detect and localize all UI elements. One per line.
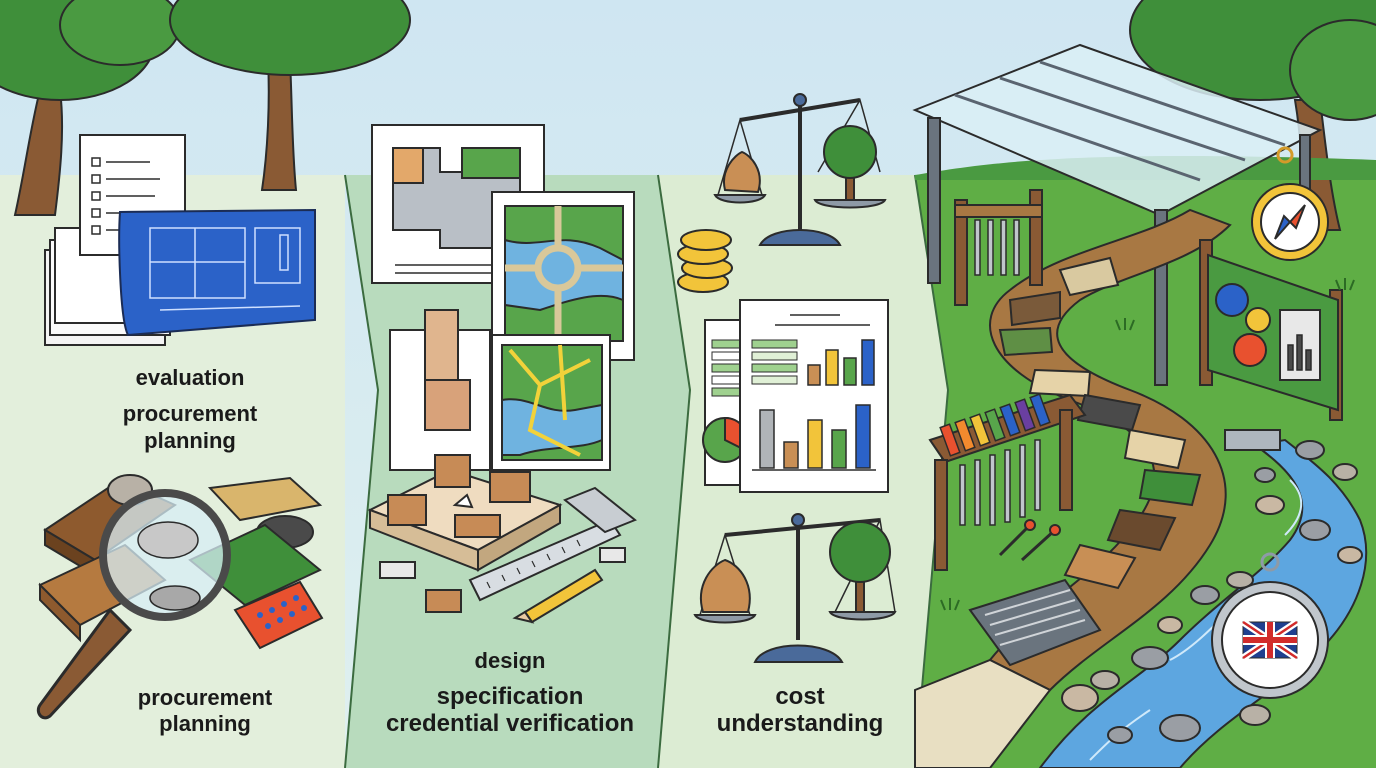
flag-compass-icon xyxy=(1211,552,1329,699)
blueprint-icon xyxy=(118,208,316,337)
magnifying-glass-icon xyxy=(36,489,231,720)
union-jack-flag xyxy=(1241,619,1299,661)
label-understanding: understanding xyxy=(716,710,884,737)
label-procurement-bottom: procurement xyxy=(137,685,273,710)
label-procurement-top: procurement xyxy=(122,401,258,426)
label-design: design xyxy=(474,648,546,673)
3d-model-icon xyxy=(367,454,563,572)
site-plan-sheet xyxy=(389,309,611,471)
grass-tufts xyxy=(940,278,1355,611)
label-cost: cost xyxy=(775,683,825,710)
xylophone-icon xyxy=(928,393,1087,571)
divider-2 xyxy=(657,174,692,768)
label-evaluation: evaluation xyxy=(135,365,245,390)
label-credential-verification: credential verification xyxy=(385,710,635,737)
pencil-icon xyxy=(512,568,604,624)
divider-3 xyxy=(914,174,950,768)
tree-left-2 xyxy=(169,0,411,191)
label-specification: specification xyxy=(436,683,584,710)
small-blocks-icon xyxy=(379,547,626,613)
label-planning-bottom: planning xyxy=(159,711,251,736)
chimes-frame-icon xyxy=(954,189,1043,306)
tree-right xyxy=(1129,0,1376,231)
coins-icon xyxy=(677,229,733,293)
rocks xyxy=(1061,440,1363,744)
financial-report-icon xyxy=(702,299,889,493)
paved-walk xyxy=(914,658,1052,768)
balance-scale-top-icon xyxy=(713,93,887,246)
tree-left-1 xyxy=(0,0,181,216)
info-board-icon xyxy=(1199,239,1343,421)
compass-icon xyxy=(1251,146,1329,261)
label-planning-top: planning xyxy=(144,428,236,453)
ruler-icon xyxy=(468,486,637,602)
balance-scale-bottom-icon xyxy=(693,513,897,663)
divider-1 xyxy=(344,174,380,768)
